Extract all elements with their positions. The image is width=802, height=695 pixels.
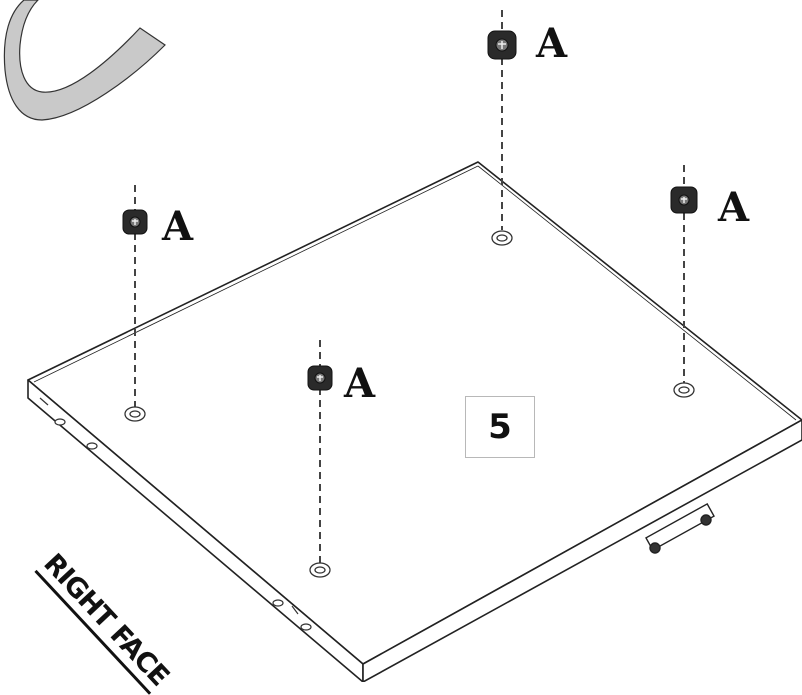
step-number-box: 5 — [465, 396, 535, 458]
adhesive-strip-icon — [3, 0, 166, 121]
part-label-a-right: A — [718, 184, 750, 231]
left-edge-holes — [39, 397, 312, 631]
underside-fittings — [645, 502, 715, 554]
step-number: 5 — [488, 407, 512, 447]
panel-board — [27, 161, 802, 683]
hole-icon — [124, 230, 695, 578]
cam-nut-icon — [122, 30, 698, 391]
part-label-a-left: A — [162, 203, 194, 250]
part-label-a-center: A — [344, 360, 376, 407]
part-label-a-top: A — [536, 20, 568, 67]
